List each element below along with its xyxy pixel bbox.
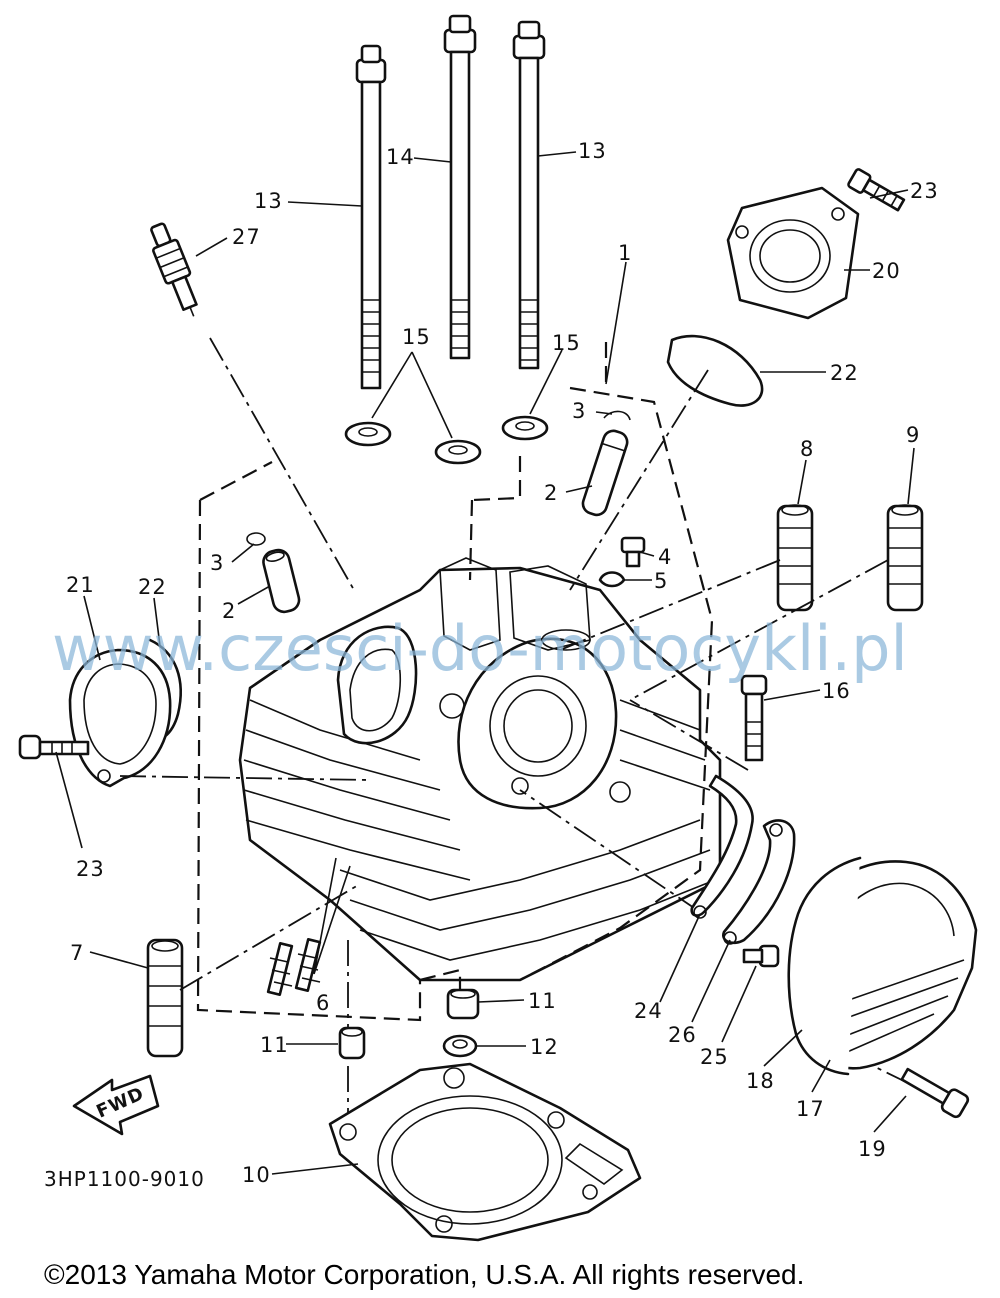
washer-right (501, 415, 549, 441)
callout-24: 24 (634, 999, 663, 1023)
bolt-25 (742, 944, 780, 968)
callout-15-left: 15 (402, 325, 431, 349)
o-ring-top (666, 334, 764, 407)
intake-joint (726, 186, 860, 320)
callout-25: 25 (700, 1045, 729, 1069)
callout-22-left: 22 (138, 575, 167, 599)
cylinder-head-bolt-right (512, 20, 546, 370)
callout-10: 10 (242, 1163, 271, 1187)
shaft-9 (886, 504, 924, 612)
callout-9: 9 (906, 423, 920, 447)
valve-guide-left (262, 548, 301, 614)
callout-13-left: 13 (254, 189, 283, 213)
relation-line-shaft-7 (179, 883, 361, 991)
clip-right (603, 410, 631, 421)
clip-left (246, 532, 266, 546)
relation-line-shaft-9 (629, 559, 889, 701)
callout-12: 12 (530, 1035, 559, 1059)
shaft-8 (776, 504, 814, 612)
phantom-outline-left (196, 461, 422, 1022)
forward-direction-arrow: FWD (72, 1074, 160, 1136)
leader-lines (55, 151, 915, 1175)
washer-left (344, 421, 392, 447)
relation-line-bolt-16 (629, 699, 749, 771)
callout-5: 5 (654, 569, 668, 593)
callout-13-right: 13 (578, 139, 607, 163)
dowel-pin-left (338, 1026, 366, 1060)
shaft-7 (146, 938, 184, 1058)
relation-line-plug (209, 337, 355, 591)
breather-gasket (722, 819, 796, 945)
callout-2-right: 2 (544, 481, 558, 505)
callout-22-top: 22 (830, 361, 859, 385)
spark-plug (150, 222, 198, 317)
callout-15-right: 15 (552, 331, 581, 355)
callout-2-left: 2 (222, 599, 236, 623)
callout-23-top: 23 (910, 179, 939, 203)
watermark-url: www.czesci-do-motocykli.pl (52, 612, 908, 685)
bolt-left-cover (18, 734, 90, 760)
phantom-line-base (419, 968, 462, 990)
stud-pair (266, 937, 322, 997)
bolt-16 (740, 674, 768, 762)
copyright-notice: ©2013 Yamaha Motor Corporation, U.S.A. A… (44, 1259, 804, 1290)
relation-line-plate (519, 789, 701, 913)
callout-8: 8 (800, 437, 814, 461)
cylinder-head-bolt-left (355, 44, 387, 390)
relation-line-ring (569, 369, 709, 591)
callout-26: 26 (668, 1023, 697, 1047)
side-cover-gasket (787, 856, 862, 1076)
cylinder-head (238, 557, 722, 982)
seal-12 (442, 1034, 478, 1058)
head-gasket (328, 1062, 642, 1242)
callout-3-left: 3 (210, 551, 224, 575)
callout-21: 21 (66, 573, 95, 597)
callout-19: 19 (858, 1137, 887, 1161)
cylinder-head-bolt-middle (443, 14, 477, 360)
callout-11-right: 11 (528, 989, 557, 1013)
callout-3-right: 3 (572, 399, 586, 423)
bolt-intake (847, 168, 906, 212)
callout-17: 17 (796, 1097, 825, 1121)
valve-guide-right (581, 429, 629, 517)
callout-14: 14 (386, 145, 415, 169)
dowel-pin-right (446, 988, 480, 1020)
relation-line-shaft-8 (559, 559, 781, 651)
phantom-outline-center (468, 456, 522, 581)
callout-4: 4 (658, 545, 672, 569)
callout-6: 6 (316, 991, 330, 1015)
callout-23-left: 23 (76, 857, 105, 881)
drawing-code: 3HP1100-9010 (44, 1167, 205, 1191)
bolt-small (620, 536, 646, 568)
bolt-19 (900, 1067, 970, 1119)
callout-20: 20 (872, 259, 901, 283)
callout-11-left: 11 (260, 1033, 289, 1057)
washer-middle (434, 439, 482, 465)
callout-27: 27 (232, 225, 261, 249)
callout-labels: 13 14 13 27 15 15 1 22 23 20 8 9 3 2 3 2… (66, 139, 939, 1187)
breather-plate (690, 774, 754, 919)
callout-16: 16 (822, 679, 851, 703)
circlip (598, 571, 626, 588)
callout-7: 7 (70, 941, 84, 965)
callout-1: 1 (618, 241, 632, 265)
callout-18: 18 (746, 1069, 775, 1093)
